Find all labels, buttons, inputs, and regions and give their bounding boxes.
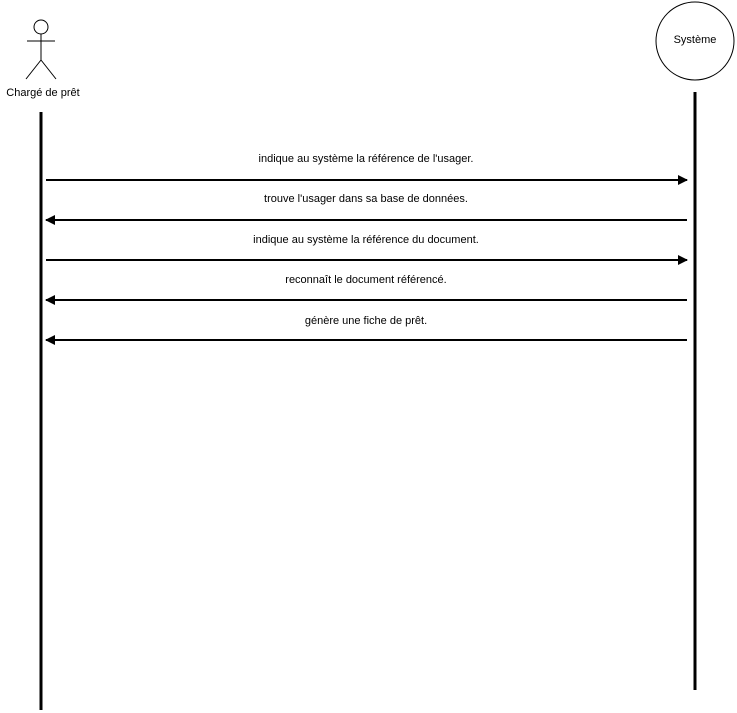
circle-entity-icon: [655, 1, 735, 81]
message-label: indique au système la référence de l'usa…: [258, 153, 474, 165]
message-label: génère une fiche de prêt.: [304, 315, 428, 327]
message-label: reconnaît le document référencé.: [285, 274, 447, 286]
message-arrows: [45, 175, 688, 345]
message-label: trouve l'usager dans sa base de données.: [264, 193, 468, 205]
message-label: indique au système la référence du docum…: [253, 234, 479, 246]
system-name-label: Système: [673, 34, 717, 46]
stick-figure-actor-icon: [25, 19, 57, 80]
actor-name-label: Chargé de prêt: [6, 87, 80, 99]
